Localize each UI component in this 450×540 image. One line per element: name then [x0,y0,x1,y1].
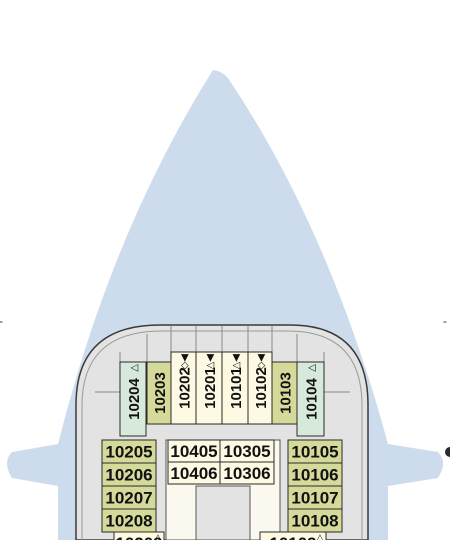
cabin-number: 10207 [105,489,152,508]
cabin-number: 10206 [105,466,152,485]
cabin-number: 10208 [105,512,152,531]
left-edge-mark: - [0,314,3,328]
cabin-10405[interactable]: 10405 [167,439,221,463]
deck-inner-edge [81,330,363,540]
cabin-box [219,461,275,485]
cabin-number: 10109 [269,534,316,540]
cabin-box [296,361,325,437]
cabin-number: 10202 [177,367,194,409]
cabin-10107[interactable]: 10107 [287,485,343,510]
cabin-10306[interactable]: 10306 [219,461,275,485]
cabin-10208[interactable]: 10208 [101,508,157,533]
right-edge-mark: - [443,314,447,328]
cabin-accessibility-marker: ◇◀ [256,354,267,370]
cabin-box [259,531,327,540]
cabin-number: 10406 [170,464,217,483]
cabin-box [247,351,273,425]
cabin-10101[interactable]: 10101△◀ [221,351,249,425]
elevator-core [195,485,251,540]
cabin-10104[interactable]: 10104 △ [296,361,325,437]
cabin-accessibility-marker: △◀ [231,354,242,370]
cabin-10203[interactable]: 10203 [146,361,172,425]
cabin-number: 10306 [223,464,270,483]
cabin-10201[interactable]: 10201△◀ [195,351,223,425]
cabin-number: 10104 [304,377,321,419]
cabin-10103[interactable]: 10103 [271,361,298,425]
cabin-10102[interactable]: 10102◇◀ [247,351,273,425]
cabin-accessibility-marker: △◀ [205,354,216,370]
cabin-accessibility-marker: △ [155,532,162,540]
cabin-10205[interactable]: 10205 [101,439,157,464]
cabin-number: 10209 [115,534,162,540]
cabin-number: 10405 [170,442,217,461]
cabin-10406[interactable]: 10406 [167,461,221,485]
cabin-number: 10201 [202,367,219,409]
cabin-10209[interactable]: 10209△ [113,531,165,540]
cabin-number: 10108 [291,512,338,531]
cabin-accessibility-marker: ◇◀ [180,354,191,370]
cabin-accessibility-marker: △ [317,532,324,540]
cabin-accessibility-marker: △ [307,364,318,372]
cabin-number: 10106 [291,466,338,485]
cabin-number: 10205 [105,443,152,462]
cabin-10109[interactable]: 10109△ [259,531,327,540]
cabin-10305[interactable]: 10305 [219,439,275,463]
cabin-10108[interactable]: 10108 [287,508,343,533]
cabin-accessibility-marker: △ [129,364,140,372]
cabin-number: 10102 [253,367,270,409]
cabin-10105[interactable]: 10105 [287,439,343,464]
cabin-box [119,361,147,437]
cabin-number: 10203 [152,372,169,414]
cabin-number: 10101 [228,367,245,409]
cabin-box [146,361,172,425]
cabin-box [113,531,165,540]
cabin-box [195,351,223,425]
cabin-number: 10105 [291,443,338,462]
cabin-10204[interactable]: 10204 △ [119,361,147,437]
cabin-number: 10103 [278,372,295,414]
cabin-number: 10305 [223,442,270,461]
cabin-10106[interactable]: 10106 [287,462,343,487]
cabin-10202[interactable]: 10202◇◀ [170,351,197,425]
cabin-10207[interactable]: 10207 [101,485,157,510]
cabin-10206[interactable]: 10206 [101,462,157,487]
cabin-number: 10107 [291,489,338,508]
right-edge-dot [445,447,450,457]
cabin-number: 10204 [126,377,143,419]
